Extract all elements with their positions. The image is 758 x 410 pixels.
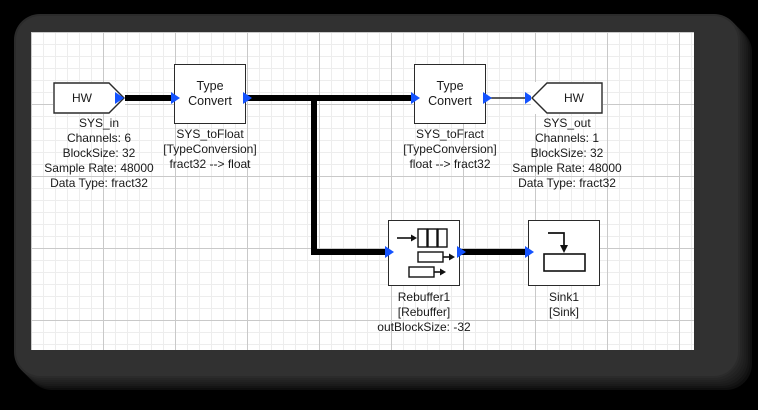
rebuffer1-type: [Rebuffer] [397, 305, 451, 319]
sys-out-name: SYS_out [543, 116, 591, 130]
sys-out-prop-samplerate: Sample Rate: 48000 [512, 161, 622, 175]
sys-in-shape [53, 82, 125, 114]
rebuffer1-input-port[interactable] [385, 246, 394, 258]
sys-tofract-output-port[interactable] [483, 92, 492, 104]
sys-tofract-icon-line1: Type [436, 79, 464, 93]
sys-tofloat-type: [TypeConversion] [163, 142, 257, 156]
sink1-input-port[interactable] [525, 246, 534, 258]
sys-tofract-input-port[interactable] [411, 92, 420, 104]
sys-tofloat-output-port[interactable] [243, 92, 252, 104]
block-sys-in[interactable]: HW [53, 82, 125, 114]
sys-out-prop-blocksize: BlockSize: 32 [530, 146, 604, 160]
rebuffer1-output-port[interactable] [457, 246, 466, 258]
sys-in-name: SYS_in [78, 116, 120, 130]
sys-tofloat-input-port[interactable] [171, 92, 180, 104]
sys-out-prop-datatype: Data Type: fract32 [518, 176, 616, 190]
sys-in-icon-label: HW [72, 91, 92, 105]
block-sys-tofract[interactable]: Type Convert [414, 64, 486, 124]
sys-tofract-conversion: float --> fract32 [409, 157, 491, 171]
wire-layer [119, 95, 527, 255]
sys-tofloat-conversion: fract32 --> float [169, 157, 251, 171]
sys-tofloat-icon-line1: Type [196, 79, 224, 93]
sink1-type: [Sink] [548, 305, 579, 319]
sys-tofract-icon-line2: Convert [428, 94, 472, 108]
rebuffer1-param: outBlockSize: -32 [377, 320, 471, 334]
block-sink1[interactable] [528, 220, 600, 286]
wire-tofloat-rebuffer [311, 98, 386, 255]
sys-tofloat-icon-line2: Convert [188, 94, 232, 108]
sys-out-icon-label: HW [564, 91, 584, 105]
rebuffer-icon [397, 228, 455, 278]
sys-in-prop-samplerate: Sample Rate: 48000 [44, 161, 154, 175]
block-sys-tofloat[interactable]: Type Convert [174, 64, 246, 124]
block-diagram-canvas[interactable]: HW SYS_in Channels: 6 BlockSize: 32 Samp… [31, 32, 694, 350]
sys-tofloat-name: SYS_toFloat [176, 127, 244, 141]
sys-tofract-name: SYS_toFract [415, 127, 485, 141]
sys-out-shape [531, 82, 603, 114]
block-rebuffer1[interactable] [388, 220, 460, 286]
sys-out-input-port[interactable] [525, 92, 534, 104]
rebuffer1-name: Rebuffer1 [397, 290, 451, 304]
sys-tofract-type: [TypeConversion] [403, 142, 497, 156]
sink-icon [543, 232, 586, 272]
sys-out-prop-channels: Channels: 1 [534, 131, 600, 145]
block-sys-out[interactable]: HW [531, 82, 603, 114]
sink1-name: Sink1 [548, 290, 580, 304]
sys-in-output-port[interactable] [115, 92, 124, 104]
sys-in-prop-channels: Channels: 6 [66, 131, 132, 145]
sys-in-prop-blocksize: BlockSize: 32 [62, 146, 136, 160]
sys-in-prop-datatype: Data Type: fract32 [50, 176, 148, 190]
